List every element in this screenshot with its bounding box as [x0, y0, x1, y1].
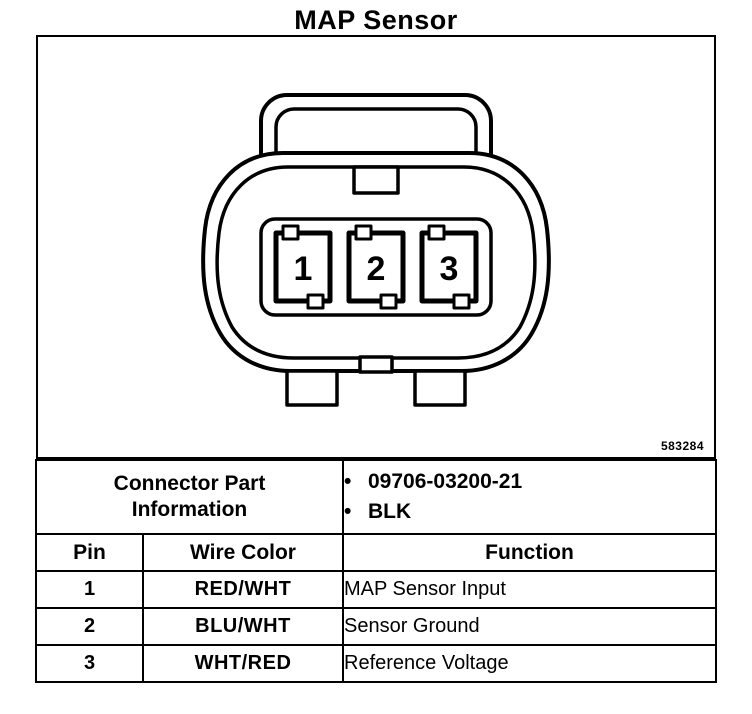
part-info-row: Connector Part Information • 09706-03200-…: [35, 459, 717, 535]
part-number-item: • 09706-03200-21: [344, 467, 714, 497]
function-cell: MAP Sensor Input: [342, 570, 717, 609]
bullet-icon: •: [344, 469, 352, 493]
table-row: 3 WHT/RED Reference Voltage: [35, 644, 717, 683]
pin-cell: 3: [35, 644, 144, 683]
pin-2-key-bottom: [379, 293, 398, 310]
pin-1-key-bottom: [306, 293, 325, 310]
bottom-key-notch: [358, 355, 394, 374]
pin-2-key-top: [354, 224, 373, 241]
wire-color-cell: WHT/RED: [142, 644, 344, 683]
table-row: 1 RED/WHT MAP Sensor Input: [35, 570, 717, 609]
header-pin: Pin: [35, 533, 144, 572]
wire-color-cell: RED/WHT: [142, 570, 344, 609]
pin-cell: 1: [35, 570, 144, 609]
page-title: MAP Sensor: [294, 5, 458, 35]
connector-color-item: • BLK: [344, 497, 714, 527]
part-info-values-cell: • 09706-03200-21 • BLK: [342, 459, 717, 535]
pin-1-slot: [273, 230, 333, 304]
top-key-notch: [352, 165, 400, 195]
connector-drawing: 1 2 3: [201, 93, 551, 407]
header-wire-color: Wire Color: [142, 533, 344, 572]
figure-number: 583284: [660, 439, 704, 453]
table-header-row: Pin Wire Color Function: [35, 533, 717, 572]
pin-3-key-top: [427, 224, 446, 241]
part-info-label: Connector Part Information: [113, 471, 266, 521]
wire-color-cell: BLU/WHT: [142, 607, 344, 646]
connector-color: BLK: [368, 500, 412, 523]
function-cell: Sensor Ground: [342, 607, 717, 646]
pin-2-slot: [346, 230, 406, 304]
connector-diagram-box: 1 2 3 583284: [36, 35, 716, 459]
header-function: Function: [342, 533, 717, 572]
bullet-icon: •: [344, 500, 352, 523]
bottom-tab-right: [413, 369, 467, 407]
pin-2-label: 2: [367, 250, 386, 288]
bottom-tab-left: [285, 369, 339, 407]
pin-3-slot: [419, 230, 479, 304]
pin-1-key-top: [281, 224, 300, 241]
pin-cell: 2: [35, 607, 144, 646]
pin-3-key-bottom: [452, 293, 471, 310]
pin-1-label: 1: [294, 250, 313, 288]
part-info-label-cell: Connector Part Information: [35, 459, 344, 535]
table-row: 2 BLU/WHT Sensor Ground: [35, 607, 717, 646]
pin-3-label: 3: [440, 250, 459, 288]
function-cell: Reference Voltage: [342, 644, 717, 683]
connector-info-table: Connector Part Information • 09706-03200-…: [35, 459, 717, 683]
part-number: 09706-03200-21: [368, 469, 523, 493]
